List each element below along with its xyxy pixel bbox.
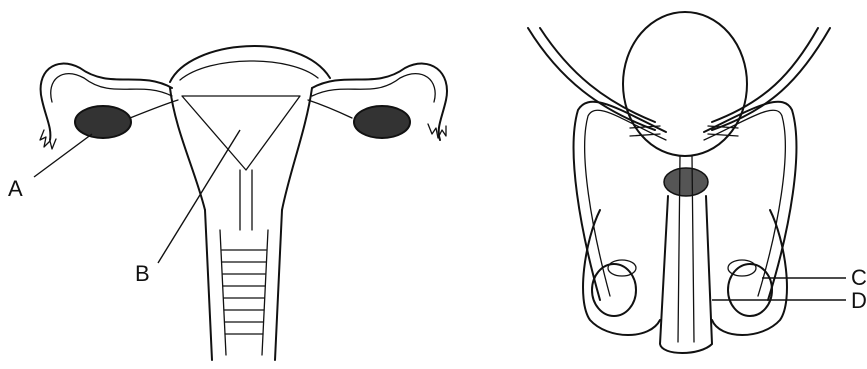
testis-left	[592, 264, 636, 316]
vas-deferens-left	[574, 102, 666, 300]
vas-deferens-right	[704, 102, 796, 300]
testis-right	[728, 264, 772, 316]
label-d: D	[851, 290, 867, 312]
bladder	[623, 12, 747, 156]
epididymis-right	[728, 260, 756, 276]
epididymis-left	[608, 260, 636, 276]
label-c: C	[851, 267, 867, 289]
label-a: A	[8, 178, 23, 200]
ureter-right-2	[712, 28, 818, 122]
penis-outline-left	[660, 196, 712, 353]
vas-deferens-right-inner	[704, 110, 785, 296]
label-b: B	[135, 263, 150, 285]
ureter-left-2	[540, 28, 655, 122]
prostate	[664, 168, 708, 196]
